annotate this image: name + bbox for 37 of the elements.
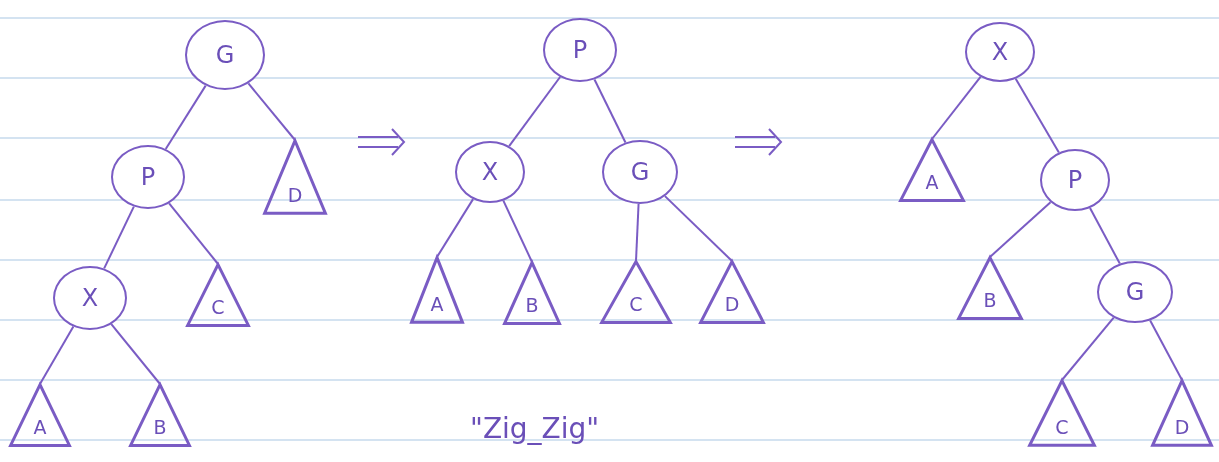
tree-edge [39,325,75,385]
subtree-triangle: D [1152,380,1212,446]
subtree-triangle: C [601,261,671,323]
subtree-triangle: A [10,384,70,446]
tree-node-circle: X [53,266,127,330]
tree-edge [1061,316,1115,381]
tree-node-circle: X [455,141,525,203]
subtree-triangle: D [700,261,764,323]
tree-node-circle: P [1040,149,1110,211]
tree-edge [168,202,219,265]
tree-node-circle: P [543,18,617,82]
tree-node-circle: G [1097,261,1173,323]
tree-node-circle: P [111,145,185,209]
tree-node-circle: G [602,140,678,204]
tree-edge [1089,207,1121,265]
tree-node-circle: X [965,22,1035,82]
tree-edge [931,75,982,140]
tree-edge [663,195,733,262]
tree-edge [1149,319,1183,381]
caption-text: "Zig_Zig" [470,412,600,445]
tree-edge [103,205,135,270]
subtree-triangle: B [130,384,190,446]
tree-edge [635,203,640,262]
tree-node-circle: G [185,20,265,90]
tree-edge [110,323,161,385]
subtree-triangle: C [1029,380,1095,446]
tree-edge [436,198,475,258]
tree-edge [502,199,533,263]
tree-edge [247,82,296,141]
tree-edge [164,84,207,150]
subtree-triangle: B [958,257,1022,319]
subtree-triangle: A [900,139,964,201]
tree-edge [1014,77,1060,154]
tree-edge [508,76,562,148]
subtree-triangle: C [187,264,249,326]
tree-edge [989,201,1052,258]
tree-edge [593,78,627,144]
